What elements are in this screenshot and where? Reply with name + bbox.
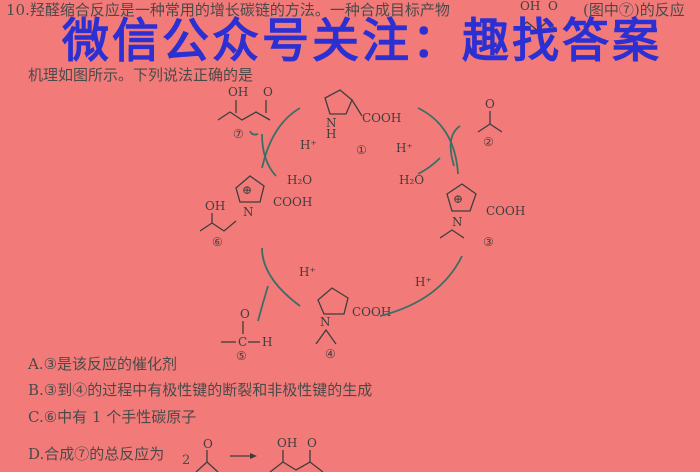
arrow-3-to-4	[379, 255, 463, 317]
c2-o: O	[485, 97, 495, 111]
option-d: D.合成⑦的总反应为	[28, 445, 165, 463]
compound-2-skeleton	[477, 123, 503, 133]
c5-h: H	[262, 335, 272, 349]
c6-cooh: COOH	[273, 195, 312, 209]
c4-cooh: COOH	[352, 305, 391, 319]
compound-7-skeleton	[217, 111, 271, 121]
d-product-oh: OH	[277, 436, 297, 450]
compound-1-ring	[324, 89, 353, 115]
label-7: ⑦	[233, 127, 244, 141]
c1-n: N	[326, 116, 337, 130]
option-c: C.⑥中有 1 个手性碳原子	[28, 408, 197, 426]
label-5: ⑤	[236, 349, 247, 363]
label-2: ②	[483, 135, 494, 149]
reaction-cycle: OH O ⑦ N H COOH ① O ② ⊕ N COOH ③	[199, 85, 525, 363]
water-in: H₂O	[287, 173, 312, 187]
c3-n: N	[452, 215, 463, 229]
arrow-1-to-3	[417, 107, 459, 175]
c1-h: H	[326, 127, 336, 141]
arrow-4-to-6	[261, 247, 301, 307]
arrow-water-in	[261, 133, 277, 177]
hplus-1: H⁺	[300, 138, 317, 152]
water-out: H₂O	[399, 173, 424, 187]
c6-oh: OH	[205, 199, 225, 213]
c7-oh: OH	[228, 85, 248, 99]
arrow-water-out	[417, 157, 441, 175]
compound-6-ring	[235, 175, 265, 203]
label-3: ③	[483, 235, 494, 249]
label-6: ⑥	[212, 235, 223, 249]
c6-n: N	[243, 205, 254, 219]
d-reactant-o: O	[203, 437, 213, 451]
header-o: O	[548, 0, 558, 13]
option-a: A.③是该反应的催化剂	[28, 355, 178, 373]
arrow-6-to-1	[261, 107, 301, 169]
header-oh: OH	[520, 0, 540, 13]
question-line-1: 10.羟醛缩合反应是一种常用的增长碳链的方法。一种合成目标产物	[6, 1, 450, 19]
option-d-coefficient: 2	[182, 453, 191, 468]
c3-plus: ⊕	[453, 192, 463, 206]
label-1: ①	[356, 143, 367, 157]
c4-n: N	[320, 315, 331, 329]
c5-c: C	[238, 335, 247, 349]
c7-o: O	[263, 85, 273, 99]
c3-cooh: COOH	[486, 204, 525, 218]
arrow-2-in	[449, 125, 461, 167]
watermark: 微信公众号关注：趣找答案	[62, 14, 662, 69]
header-product-skeleton	[516, 21, 558, 31]
hplus-4: H⁺	[299, 265, 316, 279]
c1-cooh: COOH	[362, 111, 401, 125]
label-4: ④	[325, 347, 336, 361]
d-product-o: O	[307, 436, 317, 450]
question-line-1-tail: (图中⑦)的反应	[583, 1, 685, 19]
compound-4-ring	[317, 287, 349, 315]
hplus-3: H⁺	[415, 275, 432, 289]
arrow-7-out	[249, 130, 259, 136]
compound-3-ring	[446, 183, 477, 212]
question-line-2: 机理如图所示。下列说法正确的是	[28, 66, 254, 84]
c6-plus: ⊕	[242, 183, 252, 197]
arrow-5-in	[257, 285, 269, 322]
option-b: B.③到④的过程中有极性键的断裂和非极性键的生成	[28, 381, 373, 399]
hplus-2: H⁺	[396, 141, 413, 155]
c5-o: O	[240, 307, 250, 321]
